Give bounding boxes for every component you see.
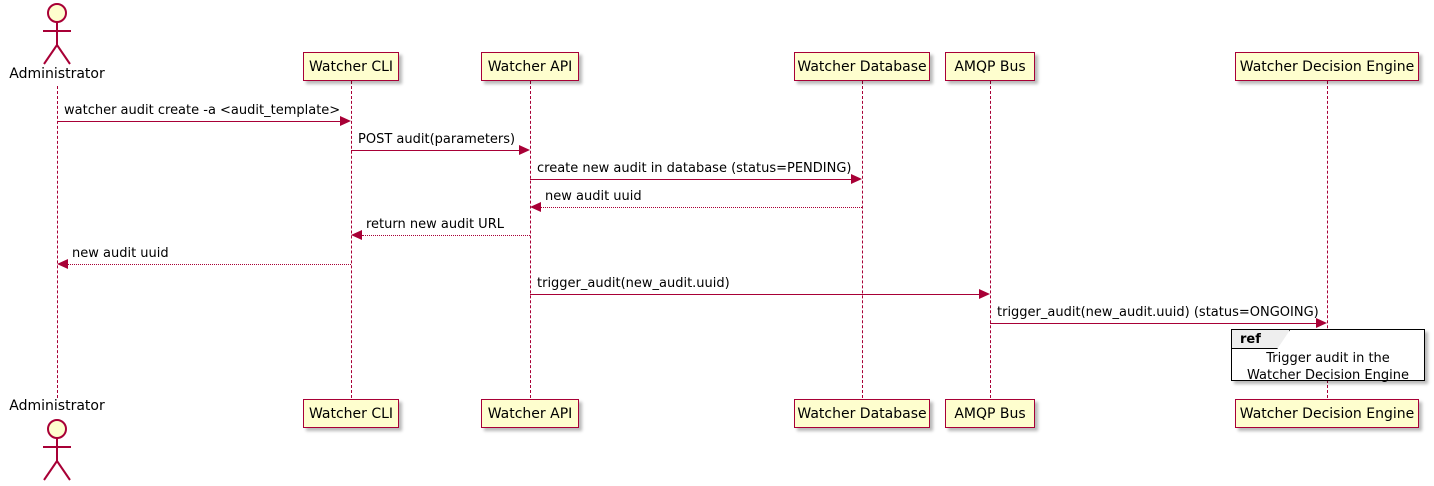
ref-fragment: ref Trigger audit in the Watcher Decisio…	[1231, 329, 1425, 384]
message-label-m7: trigger_audit(new_audit.uuid)	[537, 276, 730, 291]
actor-label-administrator-top: Administrator	[9, 66, 105, 82]
ref-fragment-line1: Trigger audit in the	[1266, 351, 1390, 366]
lifeline-watcher-database	[862, 81, 863, 398]
message-label-m4: new audit uuid	[545, 189, 642, 204]
participant-box-watcher-database-top[interactable]: Watcher Database	[794, 52, 930, 81]
ref-fragment-line2: Watcher Decision Engine	[1247, 368, 1409, 383]
participant-box-watcher-api-bottom[interactable]: Watcher API	[481, 399, 579, 428]
actor-icon	[43, 3, 71, 65]
message-label-m6: new audit uuid	[72, 246, 169, 261]
ref-fragment-tab: ref	[1232, 330, 1290, 349]
message-arrowhead-m1	[340, 116, 351, 126]
message-label-m1: watcher audit create -a <audit_template>	[64, 103, 341, 118]
message-arrowhead-m8	[1316, 318, 1327, 328]
message-line-m8	[990, 323, 1317, 324]
participant-box-watcher-decision-engine-bottom[interactable]: Watcher Decision Engine	[1235, 399, 1419, 428]
message-line-m7	[530, 294, 980, 295]
actor-administrator-top: Administrator	[9, 2, 105, 86]
lifeline-watcher-api	[530, 81, 531, 398]
message-label-m2: POST audit(parameters)	[358, 132, 516, 147]
ref-fragment-body: Trigger audit in the Watcher Decision En…	[1232, 350, 1424, 384]
participant-box-watcher-cli-top[interactable]: Watcher CLI	[303, 52, 399, 81]
message-line-m6	[68, 264, 351, 265]
actor-administrator-bottom: Administrator	[9, 398, 105, 486]
message-label-m5: return new audit URL	[366, 217, 504, 232]
lifeline-watcher-decision-engine	[1327, 81, 1328, 398]
message-line-m5	[362, 235, 530, 236]
lifeline-administrator	[57, 86, 58, 398]
lifeline-amqp-bus	[990, 81, 991, 398]
message-arrowhead-m2	[519, 145, 530, 155]
participant-box-watcher-api-top[interactable]: Watcher API	[481, 52, 579, 81]
participant-box-amqp-bus-bottom[interactable]: AMQP Bus	[945, 399, 1035, 428]
participant-box-watcher-decision-engine-top[interactable]: Watcher Decision Engine	[1235, 52, 1419, 81]
participant-box-amqp-bus-top[interactable]: AMQP Bus	[945, 52, 1035, 81]
message-label-m3: create new audit in database (status=PEN…	[537, 161, 852, 176]
actor-label-administrator-bottom: Administrator	[9, 398, 105, 414]
message-label-m8: trigger_audit(new_audit.uuid) (status=ON…	[997, 305, 1319, 320]
message-line-m2	[351, 150, 520, 151]
message-arrowhead-m3	[851, 174, 862, 184]
message-arrowhead-m5	[351, 230, 362, 240]
message-line-m3	[530, 179, 852, 180]
message-arrowhead-m4	[530, 202, 541, 212]
message-line-m1	[57, 121, 341, 122]
participant-box-watcher-database-bottom[interactable]: Watcher Database	[794, 399, 930, 428]
actor-icon	[43, 419, 71, 481]
message-line-m4	[541, 207, 862, 208]
participant-box-watcher-cli-bottom[interactable]: Watcher CLI	[303, 399, 399, 428]
message-arrowhead-m7	[979, 289, 990, 299]
message-arrowhead-m6	[57, 259, 68, 269]
